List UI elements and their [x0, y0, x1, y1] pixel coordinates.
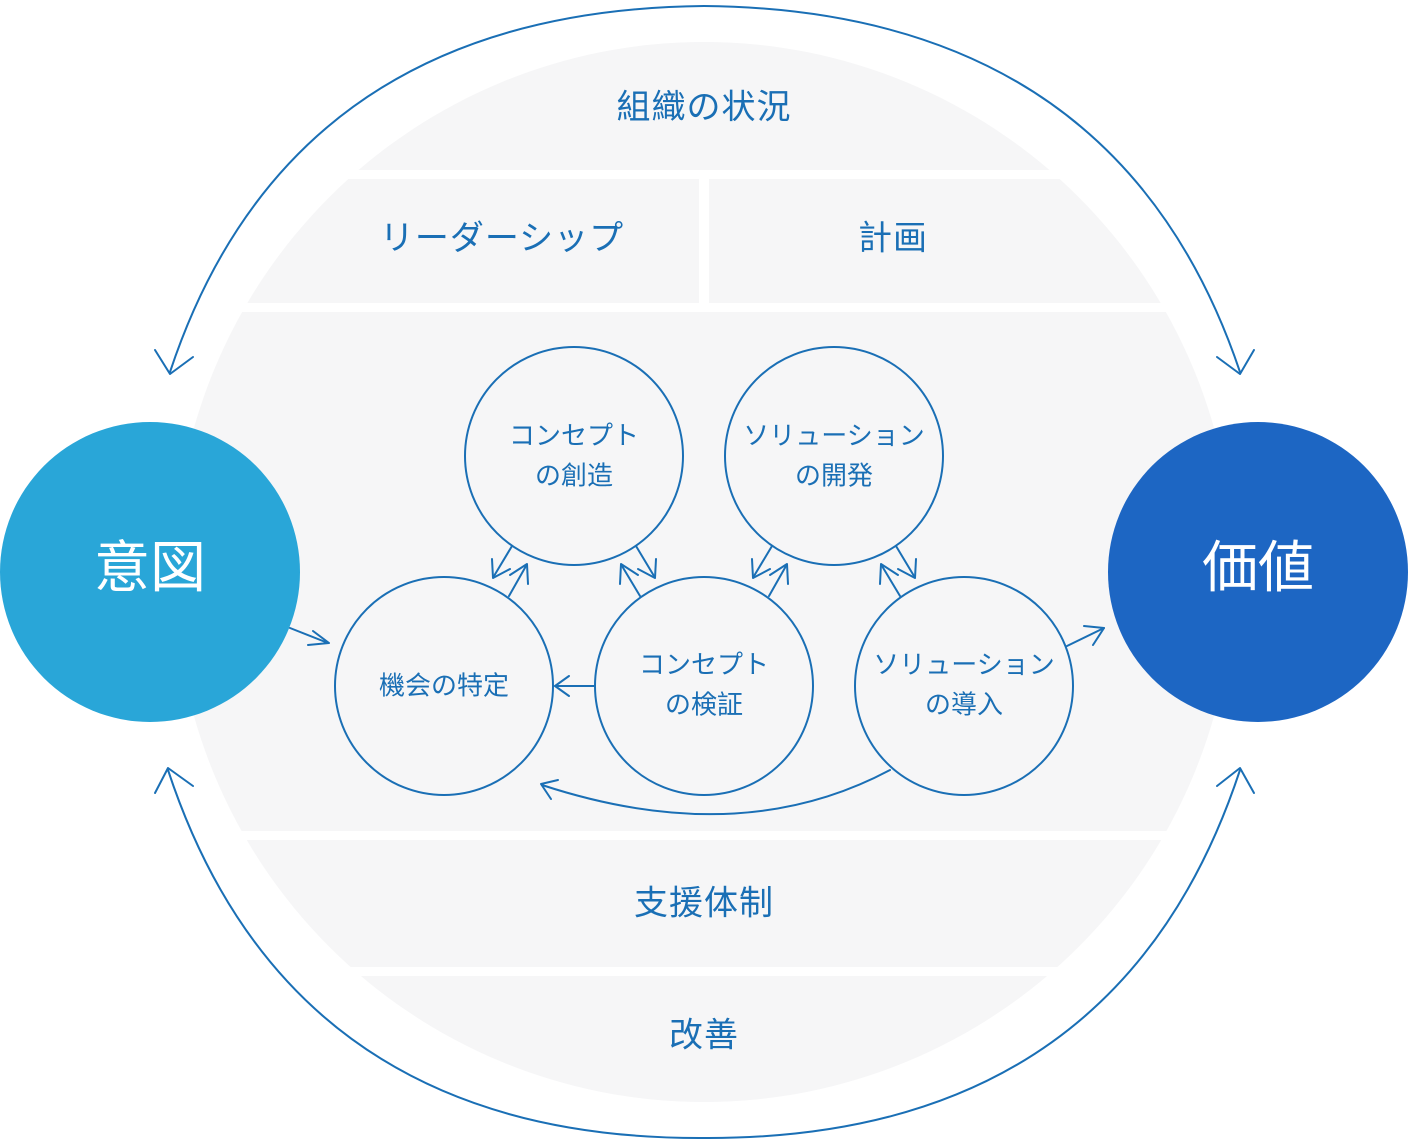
arrow-concept-creation-to-opportunity: [493, 545, 513, 577]
arrowhead-validation-to-concept-creation: [619, 563, 639, 585]
arrowhead-solution-development-to-deployment: [897, 558, 917, 579]
node-label-concept-validation-line1: コンセプト: [639, 651, 769, 681]
node-circle-solution-development: [724, 346, 944, 566]
arrow-deployment-to-value: [1066, 627, 1105, 647]
arrow-intent-to-opportunity: [289, 627, 329, 644]
arrow-deployment-to-solution-development: [881, 565, 901, 597]
value-label: 価値: [1202, 536, 1314, 601]
arrowhead-solution-development-to-validation: [751, 558, 771, 579]
node-label-solution-development-line2: の開発: [795, 462, 873, 492]
bottom-arc-left-from-intent: [167, 769, 705, 1140]
band-planning: [709, 179, 1234, 303]
arrowhead-deployment-to-solution-development: [879, 563, 899, 585]
arrowhead-deployment-to-value: [1083, 625, 1105, 646]
connector-arrows: [289, 545, 1105, 816]
node-label-concept-validation-line2: の検証: [665, 691, 743, 721]
intent-label: 意図: [94, 536, 206, 601]
arrow-solution-development-to-validation: [753, 545, 773, 577]
arrowhead-validation-to-opportunity: [554, 675, 570, 697]
top-arc-arrowhead-right: [1216, 349, 1255, 375]
arrow-solution-development-to-deployment: [895, 545, 915, 577]
arrowhead-deployment-to-opportunity: [540, 779, 559, 800]
node-label-concept-creation-line1: コンセプト: [509, 422, 639, 452]
arrow-deployment-to-opportunity: [541, 769, 891, 816]
node-label-solution-deployment-line1: ソリューション: [873, 651, 1054, 681]
outer-arcs: [154, 5, 1255, 1140]
bottom-arc-arrowhead-right: [1216, 767, 1255, 794]
node-label-solution-deployment-line2: の導入: [925, 691, 1003, 721]
bottom-arc-right-from-value: [703, 769, 1241, 1140]
arrow-validation-to-solution-development: [768, 565, 787, 597]
bottom-arc-arrowhead-left: [154, 767, 194, 794]
band-label-planning: 計画: [858, 219, 928, 259]
top-arc-arrowhead-left: [154, 349, 194, 375]
arrowhead-concept-creation-to-opportunity: [491, 558, 511, 579]
arrow-concept-creation-to-validation: [635, 545, 655, 577]
band-support: [174, 840, 1234, 967]
intent-disc: [0, 422, 300, 722]
arrow-validation-to-concept-creation: [621, 565, 641, 597]
value-disc: [1108, 422, 1408, 722]
band-core-process: [174, 312, 1234, 831]
band-label-organization: 組織の状況: [617, 88, 792, 128]
arrowhead-validation-to-solution-development: [769, 563, 789, 585]
band-label-support: 支援体制: [634, 884, 774, 924]
node-circle-opportunity: [334, 576, 554, 796]
band-label-leadership: リーダーシップ: [380, 219, 624, 259]
node-circle-concept-creation: [464, 346, 684, 566]
arrowhead-intent-to-opportunity: [307, 630, 330, 646]
top-arc-right-to-value: [703, 5, 1241, 373]
top-arc-left-to-intent: [169, 5, 705, 373]
node-circle-solution-deployment: [854, 576, 1074, 796]
node-label-concept-creation-line2: の創造: [535, 462, 613, 492]
node-label-opportunity: 機会の特定: [379, 672, 509, 702]
arrowhead-concept-creation-to-validation: [637, 558, 657, 579]
band-label-improvement: 改善: [669, 1016, 739, 1056]
arrow-opportunity-to-concept-creation: [508, 565, 527, 597]
arrowhead-opportunity-to-concept-creation: [509, 563, 529, 585]
node-label-solution-development-line1: ソリューション: [743, 422, 924, 452]
